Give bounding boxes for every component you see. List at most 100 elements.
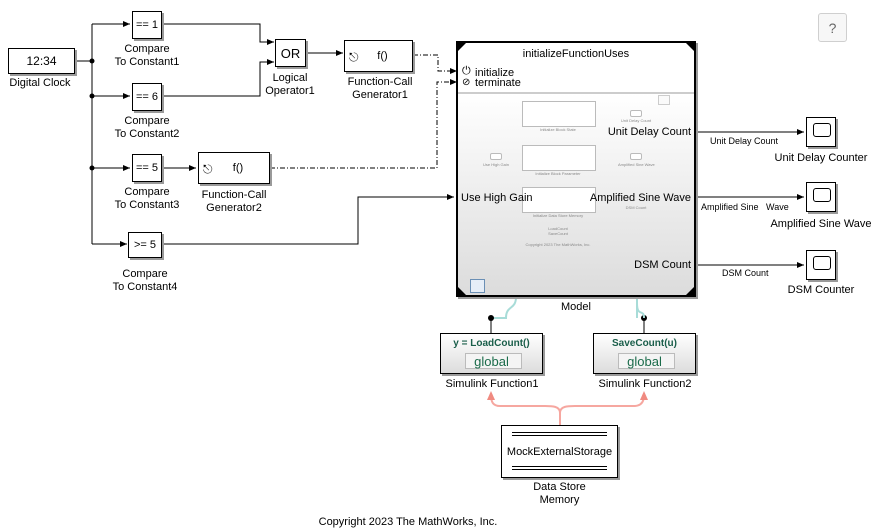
terminate-port: terminate (475, 77, 521, 89)
model-title: initializeFunctionUses (522, 48, 630, 60)
preview-save-count: SaveCount (548, 231, 568, 236)
sf1-inner-box (465, 353, 522, 369)
signal-unit-delay-count: Unit Delay Count (710, 136, 779, 146)
model-corner-marks (458, 43, 694, 295)
wire-model-sf1 (491, 296, 517, 319)
sf2-signature: SaveCount(u) (612, 338, 677, 349)
initialize-port: initialize (475, 67, 515, 79)
logical-operator-block[interactable]: OR (275, 39, 306, 67)
wire-compare2-or (162, 59, 274, 97)
dsm-bottom-line2 (512, 469, 607, 470)
branch-point (89, 165, 95, 171)
compare3-operator: == 5 (135, 162, 159, 174)
wire-compare4-model (162, 194, 454, 245)
dsm-top-line (512, 432, 607, 433)
digital-clock-block[interactable]: 12:34 (8, 48, 75, 74)
scope-amplified-sine-wave[interactable] (806, 182, 836, 212)
dsm-top-line2 (512, 435, 607, 436)
wire-dsm-sf2 (559, 391, 648, 414)
digital-clock-label: Digital Clock (9, 77, 71, 89)
scope-screen-icon (813, 256, 831, 270)
model-label: Model (561, 301, 591, 313)
logical-operator-op: OR (280, 45, 301, 61)
power-icon: ⏻ (462, 65, 471, 77)
preview-sine-port (630, 153, 642, 160)
preview-copyright: Copyright 2023 The MathWorks, Inc. (525, 242, 591, 247)
compare3-label: Compare To Constant3 (114, 186, 180, 211)
preview-init-block-state (522, 101, 596, 127)
preview-unit-delay-port (630, 110, 642, 117)
function-call-generator1[interactable]: ⎋ f() (344, 40, 413, 72)
sf1-label: Simulink Function1 (445, 378, 539, 390)
sf2-scope: global (627, 354, 662, 369)
compare-to-constant2[interactable]: == 6 (132, 83, 162, 111)
scope-screen-icon (813, 123, 831, 137)
model-reference-block[interactable]: initializeFunctionUses ⏻ initialize ⊘ te… (456, 41, 696, 297)
data-store-memory-block[interactable]: MockExternalStorage (501, 425, 618, 478)
unit-delay-count-port: Unit Delay Count (607, 126, 691, 138)
scope-screen-icon (813, 188, 831, 202)
scope-unit-delay-counter[interactable] (806, 117, 836, 147)
dsm-count-port: DSM Count (634, 259, 691, 271)
sf2-label: Simulink Function2 (598, 378, 692, 390)
preview-init-block-param (522, 145, 596, 171)
preview-use-high-gain-port (490, 153, 502, 160)
fcg2-label: Function-Call Generator2 (201, 189, 267, 214)
scope3-label: DSM Counter (787, 284, 855, 296)
wire-fcg2-terminate (270, 79, 457, 169)
preview-help-box (658, 95, 670, 105)
sf1-scope: global (474, 354, 509, 369)
preview-load-count: LoadCount (548, 226, 568, 231)
digital-clock-value: 12:34 (26, 54, 57, 68)
scope1-label: Unit Delay Counter (774, 152, 868, 164)
model-reference-icon (470, 279, 485, 293)
logical-operator-label: Logical Operator1 (265, 72, 315, 97)
help-button[interactable]: ? (818, 13, 847, 42)
compare4-operator: >= 5 (133, 239, 157, 251)
compare-to-constant4[interactable]: >= 5 (128, 232, 162, 258)
stop-icon: ⊘ (462, 77, 471, 88)
preview-dsm-count-label: DSM Count (625, 205, 647, 210)
preview-sine-label: Amplified Sine Wave (618, 162, 655, 167)
branch-point (89, 93, 95, 99)
dsm-label: Data Store Memory (533, 481, 586, 506)
compare4-label: Compare To Constant4 (112, 268, 178, 293)
compare2-label: Compare To Constant2 (114, 115, 180, 140)
sf2-inner-box (618, 353, 675, 369)
amplified-sine-wave-port: Amplified Sine Wave (589, 192, 691, 204)
preview-init-dsm (522, 187, 596, 213)
preview-unit-delay-label: Unit Delay Count (620, 118, 652, 123)
server-port-dot (488, 315, 494, 321)
copyright-text: Copyright 2023 The MathWorks, Inc. (318, 516, 498, 528)
signal-dsm-count: DSM Count (722, 268, 769, 278)
preview-init-block-state-label: Initialize Block State (540, 127, 576, 132)
simulink-function1[interactable]: y = LoadCount() global (440, 333, 543, 374)
wire-fcg1-initialize (413, 54, 457, 74)
preview-init-block-param-label: Initialize Block Parameter (535, 171, 581, 176)
preview-use-high-gain-label: Use High Gain (482, 162, 509, 167)
scope-dsm-counter[interactable] (806, 250, 836, 280)
simulink-function2[interactable]: SaveCount(u) global (593, 333, 696, 374)
compare-to-constant1[interactable]: == 1 (132, 11, 162, 39)
dsm-bottom-line (512, 466, 607, 467)
scope2-label: Amplified Sine Wave (770, 218, 872, 230)
pulse-icon: ⎋ (203, 162, 213, 176)
fcg2-text: f() (232, 162, 244, 174)
preview-init-dsm-label: Initialize Data Store Memory (532, 213, 584, 218)
compare1-label: Compare To Constant1 (114, 43, 180, 68)
dsm-text: MockExternalStorage (506, 446, 613, 458)
function-call-generator2[interactable]: ⎋ f() (198, 152, 270, 184)
fcg1-label: Function-Call Generator1 (347, 76, 413, 101)
wire-model-sf2b (636, 302, 645, 319)
pulse-icon: ⎋ (349, 50, 359, 64)
sf1-signature: y = LoadCount() (453, 338, 530, 349)
compare1-operator: == 1 (135, 19, 159, 31)
wire-dsm-sf1 (487, 391, 561, 425)
compare2-operator: == 6 (135, 91, 159, 103)
compare-to-constant3[interactable]: == 5 (132, 154, 162, 182)
fcg1-text: f() (377, 50, 388, 62)
use-high-gain-port: Use High Gain (461, 192, 533, 204)
wire-compare1-or (162, 23, 274, 45)
